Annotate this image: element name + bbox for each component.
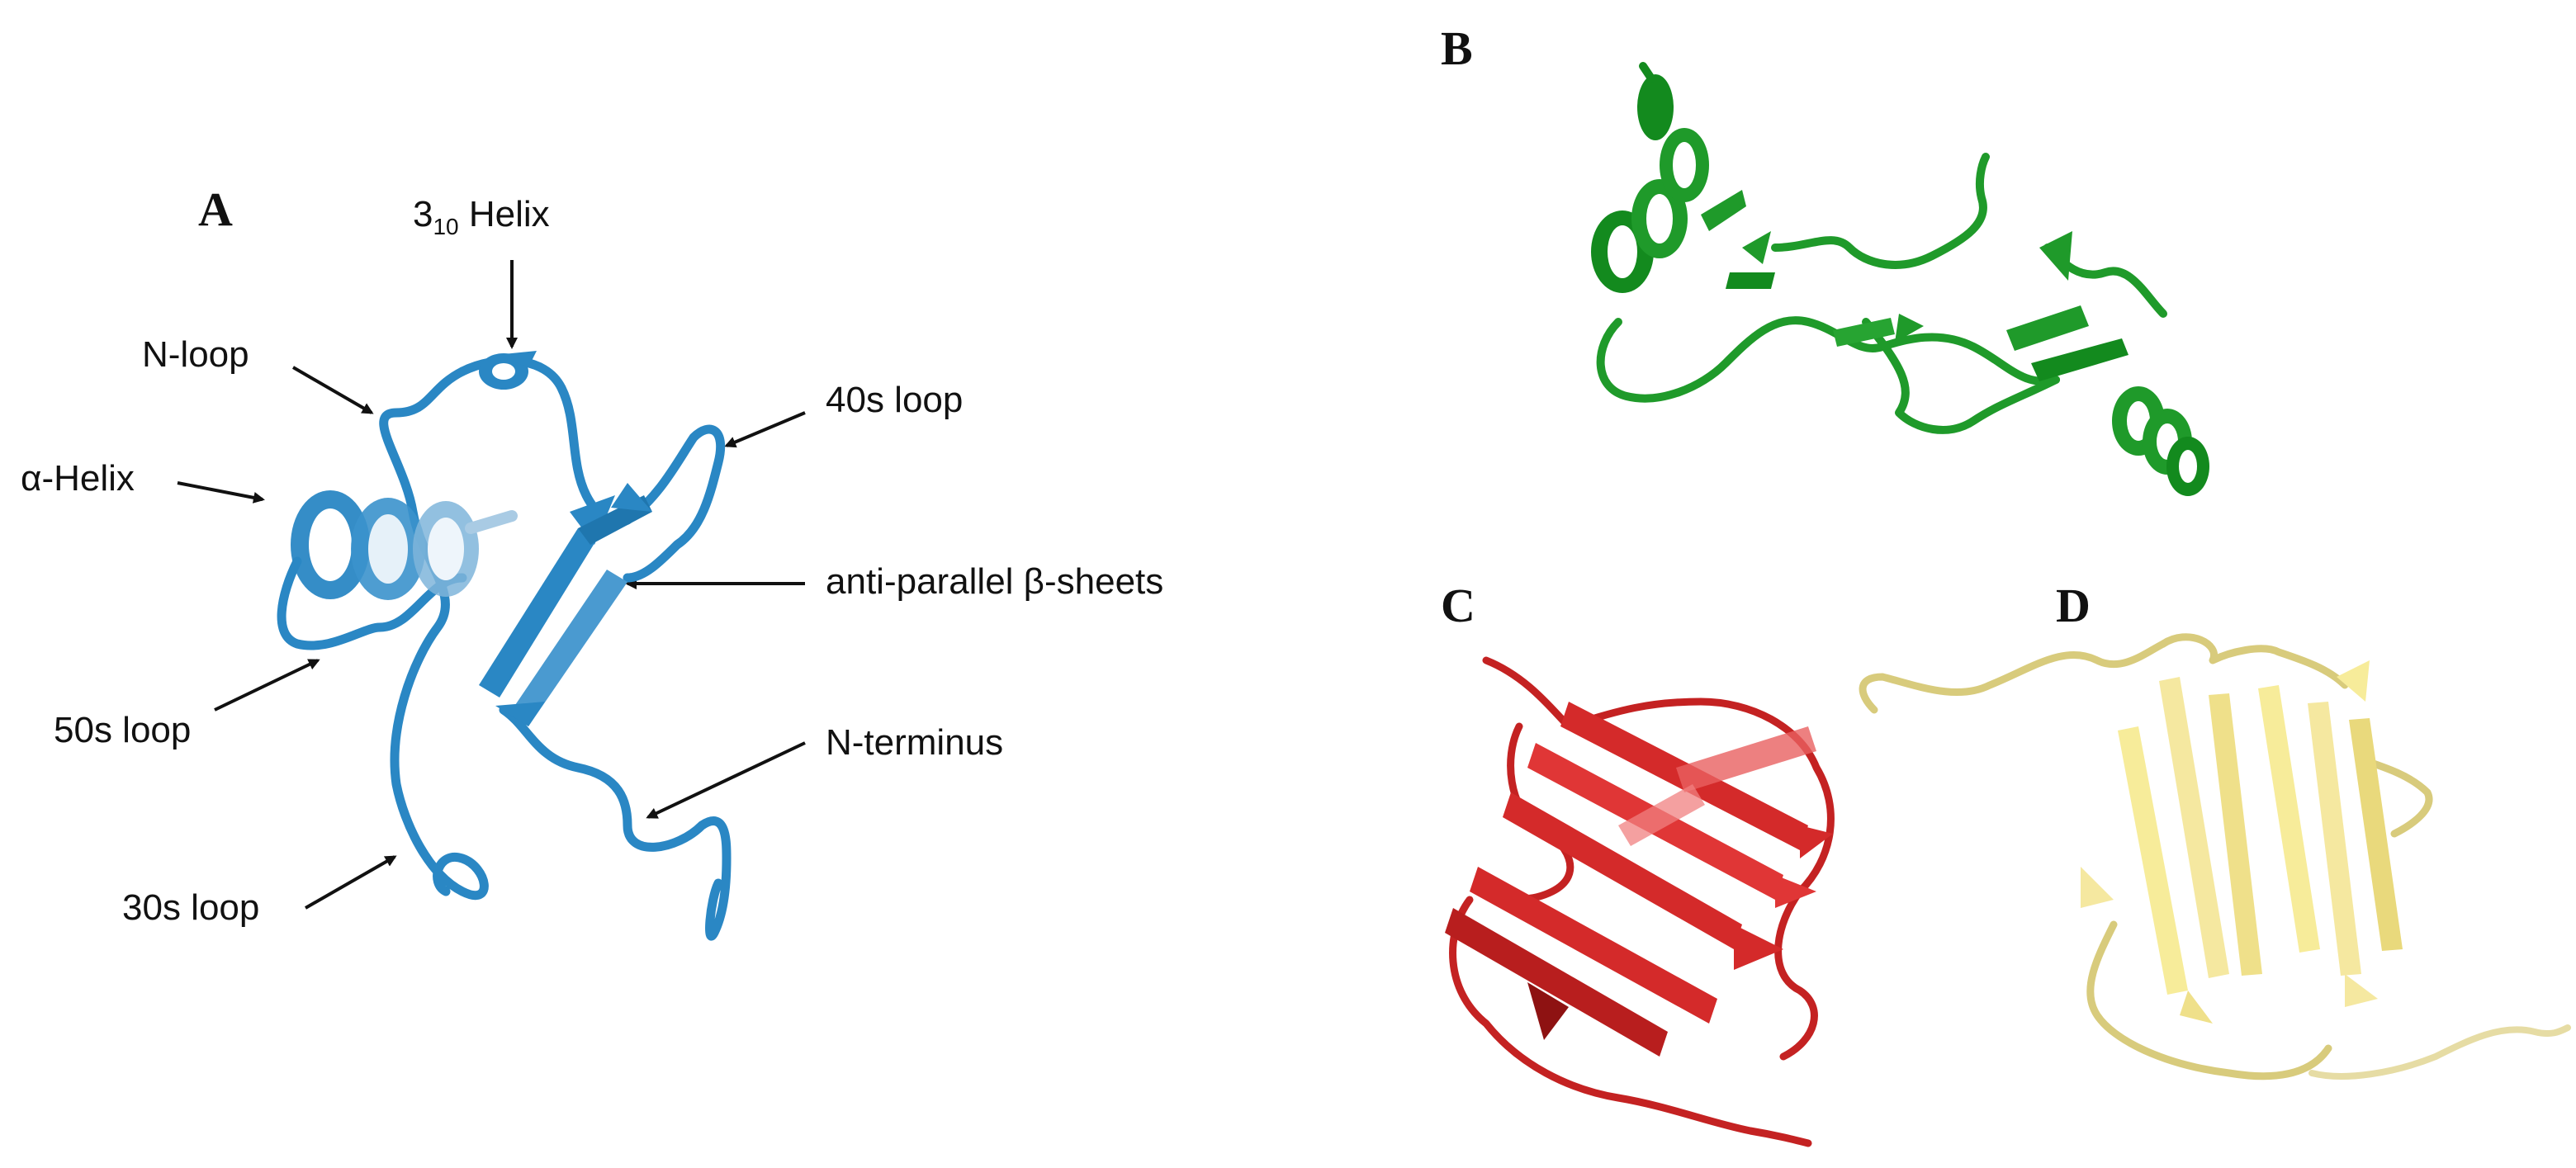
label-beta-sheets: anti-parallel β-sheets	[826, 561, 1164, 602]
coil-b-3	[1862, 318, 2060, 434]
arrow-50s-loop	[214, 659, 320, 712]
beta-sheets-d	[2081, 660, 2403, 1024]
beta-sheets-a	[479, 483, 652, 726]
coil-d	[1859, 640, 2167, 714]
coil-b	[1596, 316, 2060, 403]
helix-b-right	[2112, 386, 2209, 496]
protein-structure-d	[1859, 633, 2571, 1081]
arrow-n-terminus	[646, 741, 806, 819]
protein-structure-a	[277, 351, 732, 941]
coil-d-3	[2086, 920, 2332, 1081]
panel-label-d: D	[2056, 579, 2091, 632]
coil-c-2	[1449, 896, 1812, 1147]
coil-a-6	[705, 854, 732, 941]
label-40s-loop: 40s loop	[826, 380, 964, 420]
label-50s-loop: 50s loop	[54, 710, 192, 750]
coil-a	[379, 366, 489, 901]
helix-b-left	[1591, 62, 1709, 293]
coil-a-3	[623, 424, 726, 583]
alpha-helix-a	[291, 490, 518, 600]
arrow-n-loop	[291, 366, 374, 414]
coil-d-4	[2308, 1024, 2571, 1080]
coil-d-5	[2357, 755, 2433, 838]
coil-b-2	[1771, 153, 1990, 269]
beta-sheets-c	[1445, 702, 1833, 1057]
label-alpha-helix: α-Helix	[21, 458, 135, 499]
coil-d-2	[2159, 633, 2349, 689]
panel-label-a: A	[198, 182, 233, 236]
arrow-alpha-helix	[177, 481, 265, 504]
beta-sheets-b	[1701, 190, 2129, 381]
label-310-helix: 310 Helix	[413, 194, 550, 239]
helix-310-a	[479, 351, 537, 390]
coil-a-5	[499, 705, 732, 863]
protein-structure-c	[1445, 656, 1835, 1147]
protein-structure-b	[1591, 62, 2209, 496]
label-n-loop: N-loop	[142, 334, 249, 375]
label-30s-loop: 30s loop	[122, 887, 260, 928]
panel-label-b: B	[1441, 21, 1473, 75]
annotation-arrows	[177, 260, 806, 910]
arrow-30s-loop	[305, 855, 397, 910]
panel-label-c: C	[1441, 579, 1475, 632]
coil-a-4	[277, 556, 467, 650]
arrow-40s-loop	[724, 411, 806, 448]
label-n-terminus: N-terminus	[826, 722, 1004, 763]
